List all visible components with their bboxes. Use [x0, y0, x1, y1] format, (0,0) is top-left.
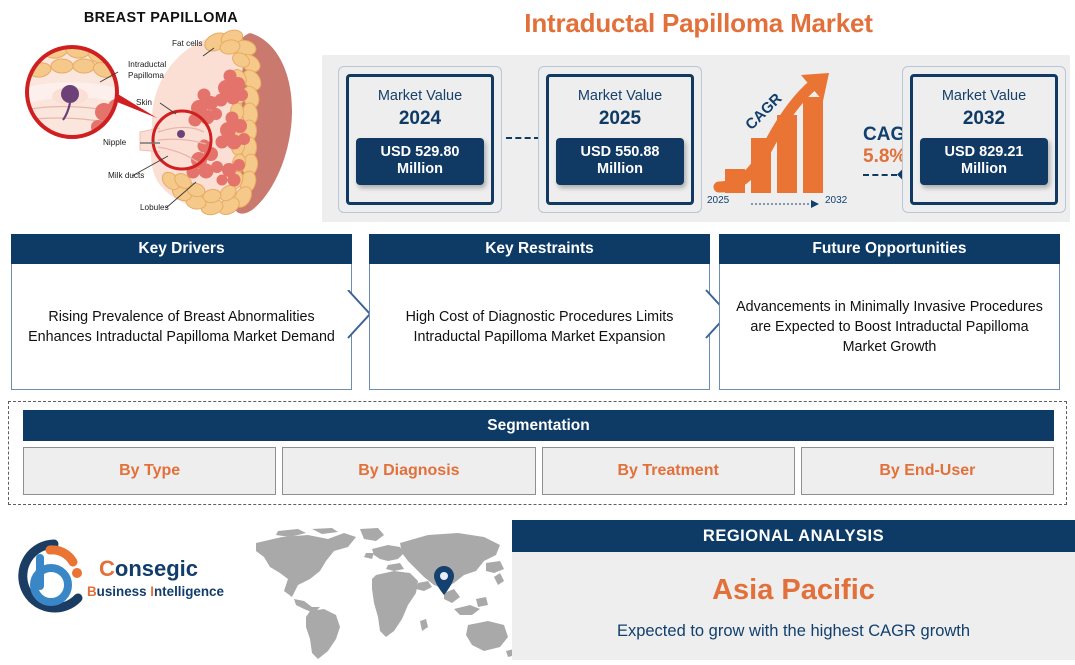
market-stats-panel: Market Value 2024 USD 529.80 Million Mar… — [322, 55, 1070, 222]
market-value-card-2024: Market Value 2024 USD 529.80 Million — [338, 66, 502, 213]
card-year: 2032 — [962, 108, 1006, 129]
logo-name-rest: onsegic — [114, 556, 199, 581]
card-label: Market Value — [377, 88, 463, 104]
page-title: Intraductal Papilloma Market — [524, 8, 873, 38]
key-restraints-text: High Cost of Diagnostic Procedures Limit… — [405, 308, 674, 345]
cagr-value: 5.8% — [863, 146, 907, 167]
chart-end-year: 2032 — [825, 195, 848, 206]
illustration-title: BREAST PAPILLOMA — [83, 10, 239, 26]
card-value: USD 550.88 — [580, 144, 660, 160]
logo-tag-rest1: usiness — [96, 584, 151, 599]
card-label: Market Value — [577, 88, 663, 104]
company-logo: Consegic Business Intelligence — [14, 536, 244, 620]
card-unit: Million — [597, 161, 643, 177]
card-year: 2025 — [598, 108, 642, 129]
label-intraductal: Intraductal — [128, 60, 167, 69]
key-drivers-body: Rising Prevalence of Breast Abnormalitie… — [11, 264, 352, 390]
key-restraints-body: High Cost of Diagnostic Procedures Limit… — [369, 264, 710, 390]
future-opportunities-body: Advancements in Minimally Invasive Proce… — [719, 264, 1060, 390]
regional-analysis-header: REGIONAL ANALYSIS — [512, 520, 1075, 552]
key-drivers-header: Key Drivers — [11, 234, 352, 264]
logo-tagline: Business Intelligence — [87, 584, 224, 599]
card-label: Market Value — [941, 88, 1027, 104]
card-value: USD 529.80 — [380, 144, 460, 160]
segmentation-row: By Type By Diagnosis By Treatment By End… — [23, 447, 1054, 495]
card-unit: Million — [961, 161, 1007, 177]
logo-name: Consegic — [99, 556, 198, 582]
segment-by-treatment[interactable]: By Treatment — [541, 447, 795, 495]
connector-dashed-1 — [506, 131, 553, 144]
world-map-svg — [256, 528, 516, 659]
market-value-card-2025: Market Value 2025 USD 550.88 Million — [538, 66, 702, 213]
cagr-chart: CAGR 2025 2032 — [705, 63, 885, 213]
card-unit: Million — [397, 161, 443, 177]
card-value: USD 829.21 — [944, 144, 1024, 160]
logo-tag-rest2: ntelligence — [154, 584, 224, 599]
future-opportunities-header: Future Opportunities — [719, 234, 1060, 264]
label-nipple: Nipple — [103, 138, 127, 147]
regional-analysis-box: REGIONAL ANALYSIS Asia Pacific Expected … — [512, 520, 1075, 660]
logo-mark-icon — [18, 539, 83, 613]
logo-tag-b: B — [87, 584, 97, 599]
label-papilloma: Papilloma — [128, 71, 164, 80]
label-milk-ducts: Milk ducts — [108, 171, 145, 180]
segmentation-header: Segmentation — [23, 410, 1054, 441]
key-restraints-header: Key Restraints — [369, 234, 710, 264]
cagr-chart-svg: CAGR — [713, 73, 829, 208]
breast-illustration: BREAST PAPILLOMA — [0, 0, 322, 228]
card-year: 2024 — [398, 108, 442, 129]
chart-start-year: 2025 — [707, 195, 730, 206]
breast-anatomy-svg — [25, 29, 292, 216]
logo-name-initial: C — [99, 556, 115, 581]
label-skin: Skin — [136, 98, 152, 107]
label-lobules: Lobules — [140, 203, 169, 212]
regional-analysis-subtitle: Expected to grow with the highest CAGR g… — [616, 622, 971, 640]
card-value-chip: USD 829.21 Million — [920, 138, 1048, 185]
key-drivers-text: Rising Prevalence of Breast Abnormalitie… — [28, 308, 335, 345]
future-opportunities-text: Advancements in Minimally Invasive Proce… — [736, 298, 1043, 355]
future-opportunities-box: Future Opportunities Advancements in Min… — [719, 234, 1060, 391]
key-restraints-box: Key Restraints High Cost of Diagnostic P… — [369, 234, 710, 391]
segmentation-section: Segmentation By Type By Diagnosis By Tre… — [8, 401, 1067, 505]
market-value-card-2032: Market Value 2032 USD 829.21 Million — [902, 66, 1066, 213]
logo-tag-i: I — [150, 584, 154, 599]
segment-by-end-user[interactable]: By End-User — [800, 447, 1054, 495]
connector-dashed-2 — [863, 168, 910, 181]
world-map — [248, 527, 520, 660]
segment-by-diagnosis[interactable]: By Diagnosis — [282, 447, 536, 495]
label-fat-cells: Fat cells — [172, 39, 203, 48]
segment-by-type[interactable]: By Type — [23, 447, 277, 495]
card-value-chip: USD 550.88 Million — [556, 138, 684, 185]
key-drivers-box: Key Drivers Rising Prevalence of Breast … — [11, 234, 352, 391]
card-value-chip: USD 529.80 Million — [356, 138, 484, 185]
regional-analysis-region: Asia Pacific — [712, 574, 875, 606]
